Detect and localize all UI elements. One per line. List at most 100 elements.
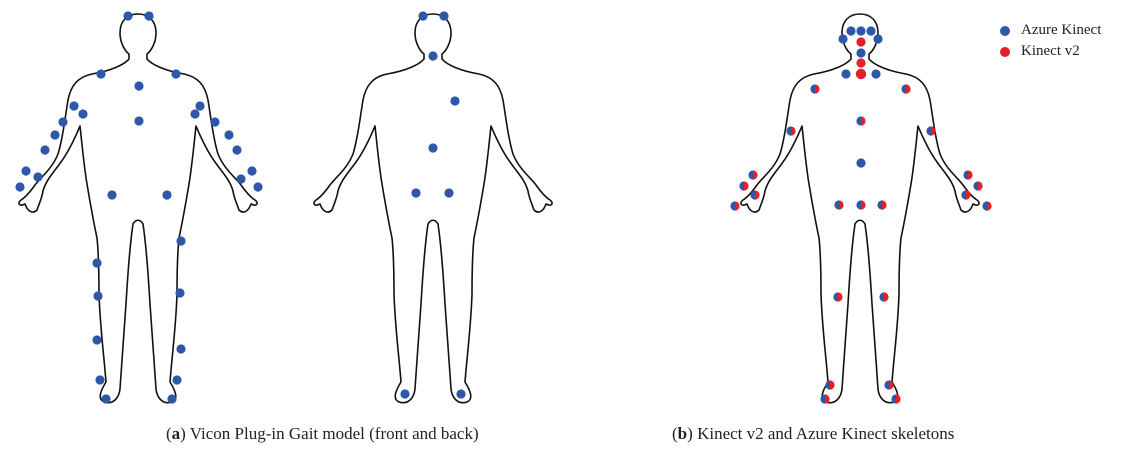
- marker: [95, 375, 104, 384]
- legend-item-kinect-v2: Kinect v2: [1000, 41, 1101, 62]
- marker: [176, 344, 185, 353]
- marker: [172, 375, 181, 384]
- vicon-front-markers: [15, 11, 262, 403]
- shared-joint: [856, 116, 865, 125]
- legend-label: Kinect v2: [1021, 43, 1080, 60]
- marker: [123, 11, 132, 20]
- marker: [190, 109, 199, 118]
- shared-joint: [961, 190, 970, 199]
- shared-joint: [891, 394, 900, 403]
- shared-joint: [926, 126, 935, 135]
- shared-joint: [879, 292, 888, 301]
- marker: [69, 101, 78, 110]
- marker: [232, 145, 241, 154]
- kinect-v2-joint: [856, 58, 865, 67]
- marker: [92, 258, 101, 267]
- marker: [50, 130, 59, 139]
- marker: [93, 291, 102, 300]
- azure-joint: [873, 34, 882, 43]
- marker: [40, 145, 49, 154]
- azure-joint: [838, 34, 847, 43]
- marker: [400, 389, 409, 398]
- marker: [171, 69, 180, 78]
- azure-dot-icon: [1000, 26, 1010, 36]
- shared-joint: [786, 126, 795, 135]
- caption-b: (b) Kinect v2 and Azure Kinect skeletons: [672, 424, 954, 444]
- azure-joint: [871, 69, 880, 78]
- marker: [253, 182, 262, 191]
- shared-joint: [750, 190, 759, 199]
- front-body-outline: [19, 14, 257, 403]
- shared-joint: [730, 201, 739, 210]
- shared-joint: [833, 292, 842, 301]
- marker: [15, 182, 24, 191]
- marker: [96, 69, 105, 78]
- legend: Azure Kinect Kinect v2: [1000, 20, 1101, 62]
- kinect-v2-joint: [856, 69, 866, 79]
- marker: [92, 335, 101, 344]
- marker: [21, 166, 30, 175]
- shared-joint: [820, 394, 829, 403]
- marker: [428, 51, 437, 60]
- kinect-v2-only-joints: [856, 37, 866, 79]
- marker: [247, 166, 256, 175]
- marker: [444, 188, 453, 197]
- vicon-front-body: [15, 11, 262, 403]
- azure-joint: [866, 26, 875, 35]
- marker: [176, 236, 185, 245]
- kinect-v2-joint: [856, 37, 865, 46]
- marker: [450, 96, 459, 105]
- marker: [418, 11, 427, 20]
- marker: [78, 109, 87, 118]
- shared-joint: [963, 170, 972, 179]
- shared-joint: [748, 170, 757, 179]
- caption-a: (a) Vicon Plug-in Gait model (front and …: [166, 424, 479, 444]
- shared-joint: [901, 84, 910, 93]
- azure-joint: [841, 69, 850, 78]
- legend-item-azure: Azure Kinect: [1000, 20, 1101, 41]
- vicon-back-markers: [400, 11, 465, 398]
- vicon-back-body: [314, 11, 552, 402]
- azure-joint: [846, 26, 855, 35]
- caption-text: Kinect v2 and Azure Kinect skeletons: [693, 424, 955, 443]
- marker: [101, 394, 110, 403]
- shared-joint: [834, 200, 843, 209]
- back-body-outline: [314, 14, 552, 403]
- marker: [175, 288, 184, 297]
- shared-joint: [982, 201, 991, 210]
- marker: [428, 143, 437, 152]
- marker: [107, 190, 116, 199]
- shared-joint: [810, 84, 819, 93]
- kinect-body: [730, 14, 991, 404]
- marker: [33, 172, 42, 181]
- marker: [195, 101, 204, 110]
- marker: [134, 81, 143, 90]
- marker: [210, 117, 219, 126]
- marker: [439, 11, 448, 20]
- marker: [224, 130, 233, 139]
- kinect-v2-dot-icon: [1000, 47, 1010, 57]
- azure-joint: [856, 158, 865, 167]
- marker: [144, 11, 153, 20]
- shared-joint: [856, 200, 865, 209]
- shared-joint: [973, 181, 982, 190]
- marker: [58, 117, 67, 126]
- marker: [162, 190, 171, 199]
- caption-letter: a: [172, 424, 181, 443]
- marker: [167, 394, 176, 403]
- marker: [411, 188, 420, 197]
- legend-label: Azure Kinect: [1021, 22, 1101, 39]
- shared-joint: [739, 181, 748, 190]
- marker: [134, 116, 143, 125]
- caption-text: Vicon Plug-in Gait model (front and back…: [186, 424, 479, 443]
- shared-joint: [884, 380, 893, 389]
- marker: [236, 174, 245, 183]
- marker: [456, 389, 465, 398]
- azure-joint: [856, 48, 865, 57]
- shared-joint: [825, 380, 834, 389]
- caption-letter: b: [678, 424, 687, 443]
- shared-joint: [877, 200, 886, 209]
- azure-joint: [856, 26, 865, 35]
- shared-joints: [730, 84, 991, 403]
